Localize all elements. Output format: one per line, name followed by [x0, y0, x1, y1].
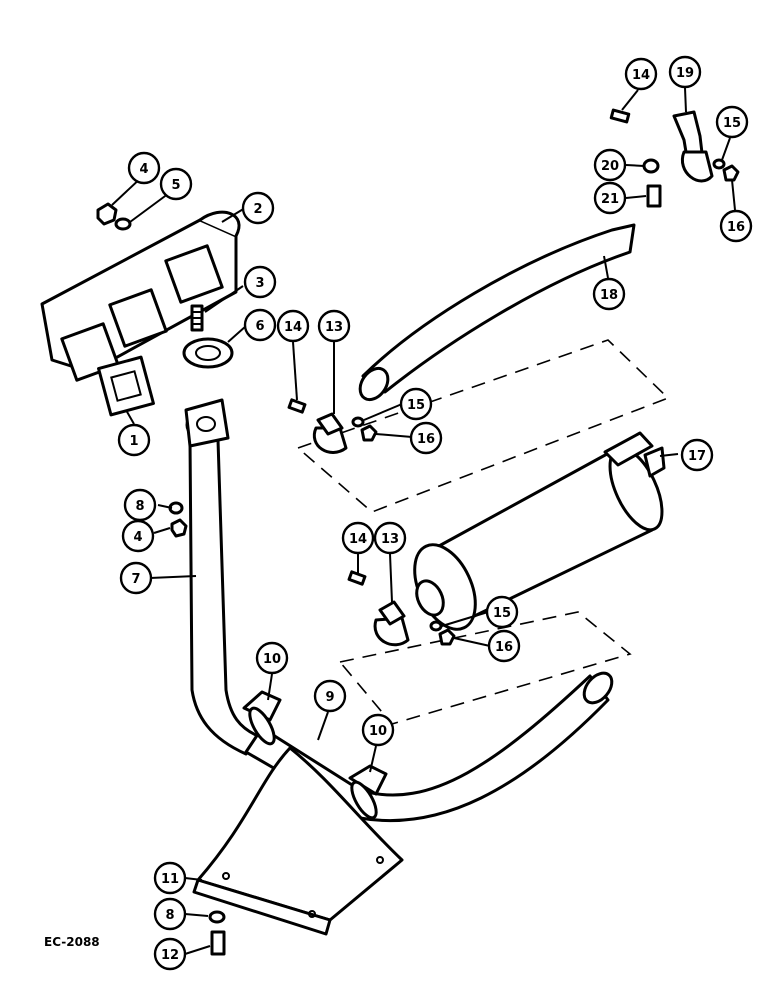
svg-text:8: 8 [135, 499, 144, 514]
callout-15-upper: 15 [399, 387, 433, 421]
callout-6: 6 [243, 308, 277, 342]
manifold-washer [114, 217, 132, 231]
bracket-spacer [642, 158, 660, 174]
callout-4-manifold: 4 [127, 151, 161, 185]
callout-9: 9 [313, 679, 347, 713]
stud [190, 304, 204, 332]
callout-14-upper: 14 [276, 309, 310, 343]
drawing-code: EC-2088 [44, 935, 100, 949]
tail-pipe-upper [358, 223, 636, 402]
svg-text:13: 13 [325, 320, 343, 335]
callout-2: 2 [241, 191, 275, 225]
muffler [413, 431, 666, 631]
shield-bolt [210, 930, 226, 956]
clamp-washer-lower [429, 620, 443, 632]
svg-text:1: 1 [129, 434, 138, 449]
callout-13-lower: 13 [373, 521, 407, 555]
svg-text:21: 21 [601, 192, 619, 207]
svg-text:14: 14 [349, 532, 367, 547]
heat-shield [192, 746, 404, 936]
callout-1: 1 [117, 423, 151, 457]
svg-text:13: 13 [381, 532, 399, 547]
svg-text:4: 4 [139, 162, 148, 177]
callout-18: 18 [592, 277, 626, 311]
alignment-guides [296, 339, 670, 725]
shield-washer [208, 910, 226, 924]
svg-text:9: 9 [325, 690, 334, 705]
callout-14-bracket: 14 [624, 57, 658, 91]
svg-text:15: 15 [493, 606, 511, 621]
callout-16-bracket: 16 [719, 209, 753, 243]
down-pipe [184, 398, 260, 756]
bracket-stud [646, 184, 662, 208]
callout-10-upper: 10 [255, 641, 289, 675]
exhaust-manifold [40, 210, 241, 382]
manifold-gasket [97, 355, 155, 417]
pipe-clamp-upper [242, 690, 282, 746]
svg-text:14: 14 [284, 320, 302, 335]
svg-text:8: 8 [165, 908, 174, 923]
callout-15-lower: 15 [485, 595, 519, 629]
clamp-washer-upper [351, 416, 365, 428]
svg-text:15: 15 [407, 398, 425, 413]
manifold-nut [96, 202, 118, 226]
callout-17: 17 [680, 438, 714, 472]
down-pipe-nut [170, 518, 188, 538]
callout-16-upper: 16 [409, 421, 443, 455]
callout-12: 12 [153, 937, 187, 971]
flange-gasket [182, 337, 234, 369]
clamp-nut-upper [360, 424, 378, 442]
bracket-nut [722, 164, 740, 182]
svg-text:16: 16 [727, 220, 745, 235]
svg-text:19: 19 [676, 66, 694, 81]
callout-10-lower: 10 [361, 713, 395, 747]
svg-text:4: 4 [133, 530, 142, 545]
svg-text:11: 11 [161, 872, 179, 887]
svg-text:7: 7 [131, 572, 140, 587]
svg-text:6: 6 [255, 319, 264, 334]
svg-text:12: 12 [161, 948, 179, 963]
svg-text:10: 10 [263, 652, 281, 667]
connector-pipe [244, 671, 614, 823]
clamp-bolt-upper [287, 398, 307, 414]
bracket-washer [712, 158, 726, 170]
callout-4-down-pipe: 4 [121, 519, 155, 553]
callout-13-upper: 13 [317, 309, 351, 343]
svg-text:10: 10 [369, 724, 387, 739]
callout-20: 20 [593, 148, 627, 182]
callout-5: 5 [159, 167, 193, 201]
muffler-clamp-lower [373, 600, 410, 647]
svg-text:20: 20 [601, 159, 619, 174]
callout-16-lower: 16 [487, 629, 521, 663]
muffler-clamp-upper [312, 412, 348, 454]
callout-21: 21 [593, 181, 627, 215]
svg-text:5: 5 [171, 178, 180, 193]
svg-text:17: 17 [688, 449, 706, 464]
callout-7: 7 [119, 561, 153, 595]
callout-3: 3 [243, 265, 277, 299]
svg-text:16: 16 [417, 432, 435, 447]
clamp-nut-lower [438, 628, 456, 646]
callout-11: 11 [153, 861, 187, 895]
clamp-bolt-lower [347, 570, 367, 586]
svg-text:18: 18 [600, 288, 618, 303]
svg-text:2: 2 [253, 202, 262, 217]
callout-8-shield: 8 [153, 897, 187, 931]
pipe-clamp-lower [348, 764, 388, 820]
callout-19: 19 [668, 55, 702, 89]
svg-text:3: 3 [255, 276, 264, 291]
svg-text:16: 16 [495, 640, 513, 655]
svg-text:15: 15 [723, 116, 741, 131]
svg-text:14: 14 [632, 68, 650, 83]
callout-15-bracket: 15 [715, 105, 749, 139]
callout-8-down-pipe: 8 [123, 488, 157, 522]
callout-14-lower: 14 [341, 521, 375, 555]
tail-pipe-bracket [672, 110, 714, 183]
bracket-bolt [609, 108, 631, 124]
